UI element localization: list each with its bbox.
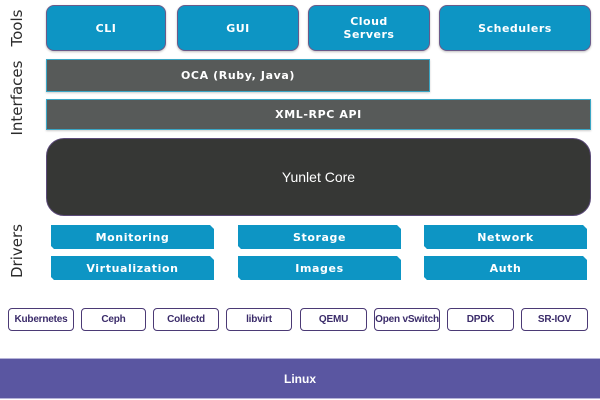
interface-oca: OCA (Ruby, Java) — [46, 59, 430, 92]
driver-monitoring: Monitoring — [51, 225, 214, 249]
component-dpdk: DPDK — [447, 308, 514, 331]
component-qemu: QEMU — [300, 308, 367, 331]
tool-schedulers: Schedulers — [439, 5, 591, 51]
component-sr-iov: SR-IOV — [521, 308, 588, 331]
component-libvirt: libvirt — [226, 308, 292, 331]
os-linux: Linux — [0, 358, 600, 399]
driver-images: Images — [238, 256, 401, 280]
yunlet-core: Yunlet Core — [46, 138, 591, 216]
component-open-vswitch: Open vSwitch — [374, 308, 440, 331]
component-ceph: Ceph — [81, 308, 146, 331]
driver-storage: Storage — [238, 225, 401, 249]
component-kubernetes: Kubernetes — [8, 308, 74, 331]
driver-auth: Auth — [424, 256, 587, 280]
tool-cloud-servers: Cloud Servers — [308, 5, 430, 51]
interface-xml-rpc-api: XML-RPC API — [46, 99, 591, 130]
layer-label-tools: Tools — [8, 9, 26, 47]
tool-gui: GUI — [177, 5, 299, 51]
driver-virtualization: Virtualization — [51, 256, 214, 280]
layer-label-drivers: Drivers — [8, 224, 26, 278]
component-collectd: Collectd — [153, 308, 219, 331]
tool-cli: CLI — [46, 5, 166, 51]
driver-network: Network — [424, 225, 587, 249]
layer-label-interfaces: Interfaces — [8, 60, 26, 136]
